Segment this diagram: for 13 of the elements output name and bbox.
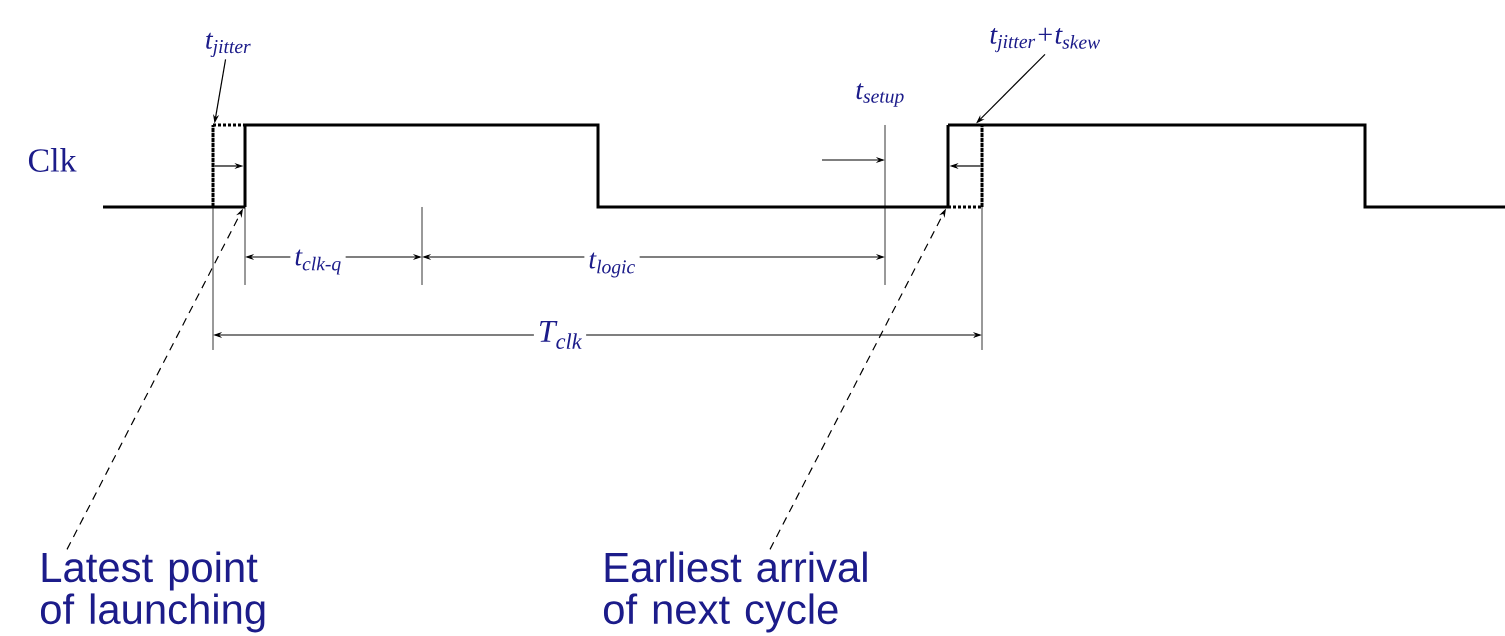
dimension-label: t$_{clk-q}$ (290, 245, 346, 279)
dotted-edge (980, 123, 984, 209)
clock-edge (243, 123, 247, 209)
dimension-label: t$_{logic}$ (584, 248, 640, 282)
time-label: t$_{jitter}$+t$_{skew}$ (990, 27, 1100, 53)
dotted-edge (211, 123, 215, 209)
dimension-label: T$_{clk}$ (533, 316, 587, 353)
annotation-text: Earliest arrival of next cycle (603, 551, 867, 633)
signal-name: Clk (28, 148, 77, 172)
annotation-text: Latest point of launching (40, 551, 265, 633)
clock-edge (946, 123, 950, 209)
time-label: t$_{setup}$ (856, 83, 904, 107)
time-label: t$_{jitter}$ (206, 32, 251, 58)
